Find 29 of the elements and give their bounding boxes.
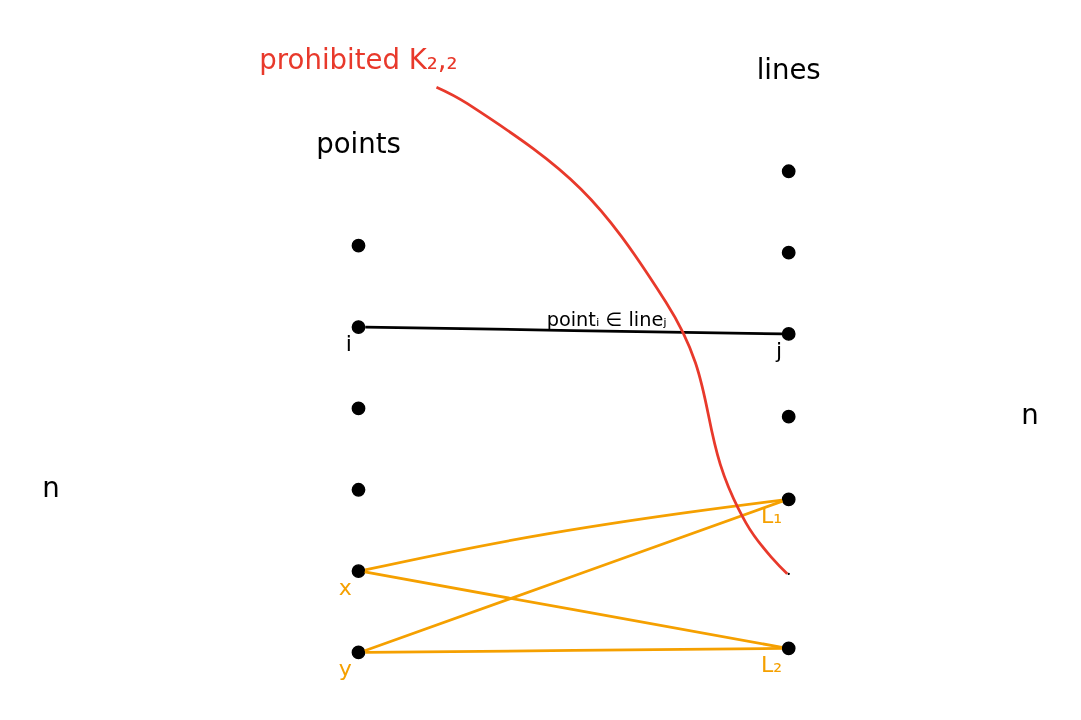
node-label: x	[338, 574, 352, 600]
node-label: i	[345, 330, 352, 356]
node-circle	[351, 238, 366, 253]
connector	[365, 646, 783, 654]
node-text: prohibited K₂,₂	[259, 42, 458, 76]
node-circle	[781, 492, 796, 506]
node-circle	[351, 401, 366, 415]
node-label: L₂	[760, 651, 783, 677]
node-circle	[351, 563, 366, 578]
node-label: y	[338, 655, 352, 681]
node-circle	[781, 326, 796, 341]
label: n	[42, 470, 60, 504]
connector	[364, 570, 783, 649]
label: lines	[756, 52, 821, 86]
label: points	[316, 126, 401, 160]
node-circle	[351, 482, 366, 497]
edge-label: pointᵢ ∈ lineⱼ	[546, 307, 667, 331]
node-label: j	[775, 337, 783, 363]
connector	[365, 325, 783, 335]
label: n	[1021, 397, 1039, 431]
connector	[364, 499, 783, 652]
node-circle	[781, 409, 796, 424]
node-circle	[351, 645, 366, 659]
node-circle	[351, 319, 366, 334]
connector	[364, 498, 783, 571]
node-circle	[781, 163, 796, 178]
node-circle	[781, 245, 796, 259]
node-circle	[781, 640, 796, 655]
connector	[435, 85, 789, 575]
